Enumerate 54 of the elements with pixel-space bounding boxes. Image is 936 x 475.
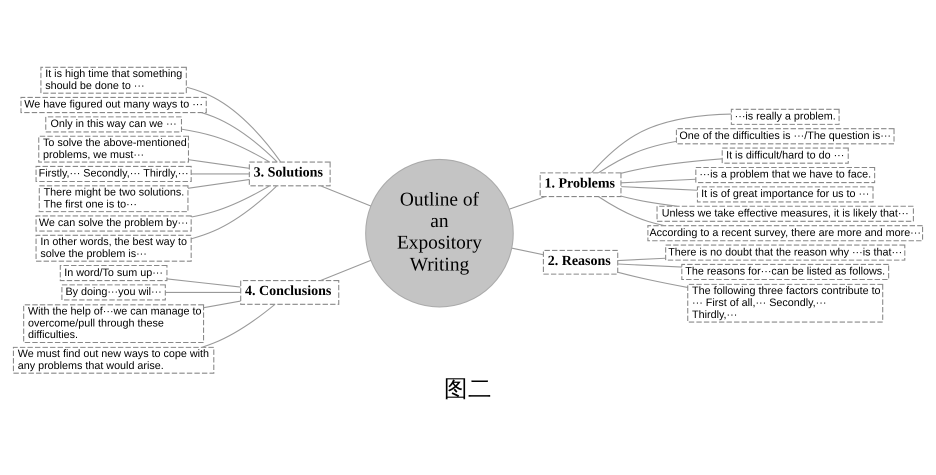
node-box: 4. Conclusions — [240, 280, 340, 305]
connector — [204, 300, 241, 308]
node-box: We have figured out many ways to ··· — [20, 96, 207, 114]
node-box: Firstly,··· Secondly,··· Thirdly,··· — [36, 166, 192, 182]
connector — [618, 263, 682, 268]
connector — [182, 128, 270, 163]
node-box: 2. Reasons — [542, 250, 618, 275]
node-box: To solve the above-mentioned problems, we must··· — [38, 136, 190, 163]
connector — [192, 173, 249, 174]
connector — [188, 179, 250, 189]
node-box: We can solve the problem by··· — [36, 215, 192, 232]
node-box: The reasons for···can be listed as follows. — [681, 264, 890, 280]
node-box: The following three factors contribute to ··· First of all,··· Secondly,··· Thirdly,··· — [687, 284, 884, 323]
node-box: It is high time that something should be done to ··· — [40, 66, 187, 94]
connector — [512, 248, 544, 256]
connector — [621, 178, 696, 184]
connector — [167, 278, 241, 288]
node-box: According to a recent survey, there are more and more··· — [647, 225, 924, 242]
node-box: It is of great importance for us to ··· — [696, 186, 874, 202]
node-box: 3. Solutions — [248, 162, 331, 186]
node-box: We must find out new ways to cope with any problems that would arise. — [12, 346, 214, 374]
connector — [188, 159, 250, 169]
node-box: 1. Problems — [540, 172, 622, 198]
connector — [201, 112, 278, 162]
connector — [621, 186, 698, 191]
connector — [509, 196, 546, 210]
caption: 图二 — [444, 376, 492, 402]
connector — [320, 260, 371, 281]
node-box: Unless we take effective measures, it is likely that··· — [656, 206, 914, 222]
connector — [620, 196, 678, 207]
node-box: There might be two solutions. The first one is to··· — [38, 185, 188, 212]
connector — [320, 185, 371, 207]
connector — [165, 292, 240, 293]
node-box: By doing···you wil··· — [61, 284, 166, 301]
connector — [202, 304, 276, 348]
node-box: ···is really a problem. — [730, 108, 840, 125]
node-box: ···is a problem that we have to face. — [695, 166, 876, 184]
connector — [618, 272, 688, 288]
node-box: With the help of···we can manage to overcome/pull through these difficulties. — [23, 304, 204, 344]
connector — [186, 86, 282, 162]
node-box: There is no doubt that the reason why ···is that··· — [665, 244, 906, 261]
node-box: It is difficult/hard to do ··· — [722, 148, 849, 164]
connector — [598, 140, 676, 174]
connector — [618, 258, 666, 262]
node-box: In word/To sum up··· — [60, 264, 168, 282]
node-box: Only in this way can we ··· — [45, 116, 182, 132]
connector — [591, 114, 732, 174]
node-circle: Outline of an Expository Writing — [365, 158, 514, 308]
connector — [191, 185, 270, 218]
node-box: One of the difficulties is ···/The question is··· — [676, 128, 895, 144]
connector — [598, 196, 664, 226]
node-box: In other words, the best way to solve the problem is··· — [36, 234, 192, 262]
connector — [191, 186, 277, 240]
connector — [620, 158, 722, 174]
